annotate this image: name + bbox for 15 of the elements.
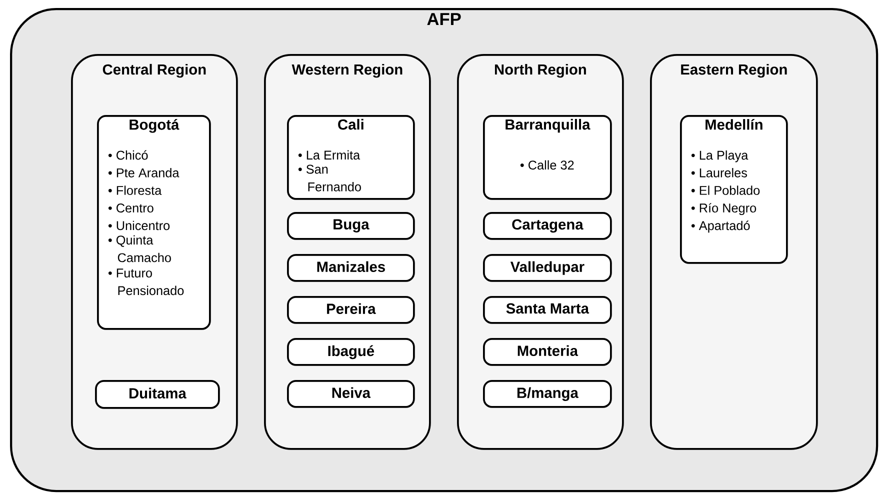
city-box: Neiva xyxy=(287,380,415,408)
city-box: Barranquilla • Calle 32 xyxy=(483,115,612,200)
city-box: Monteria xyxy=(483,338,612,366)
city-box: Santa Marta xyxy=(483,296,612,324)
city-box: Manizales xyxy=(287,254,415,282)
city-box: Valledupar xyxy=(483,254,612,282)
city-box: B/manga xyxy=(483,380,612,408)
city-box: Ibagué xyxy=(287,338,415,366)
city-box: Bogotá • Chicó • Pte Aranda • Floresta • Centro • Unicentro • Quinta Camacho • Futuro Pensionado xyxy=(97,115,211,330)
city-box: Duitama xyxy=(95,380,220,409)
city-box: Cali • La Ermita • San Fernando xyxy=(287,115,415,200)
city-box: Buga xyxy=(287,212,415,240)
city-box: Pereira xyxy=(287,296,415,324)
city-box: Medellín • La Playa • Laureles • El Poblado • Río Negro • Apartadó xyxy=(680,115,788,264)
city-box: Cartagena xyxy=(483,212,612,240)
